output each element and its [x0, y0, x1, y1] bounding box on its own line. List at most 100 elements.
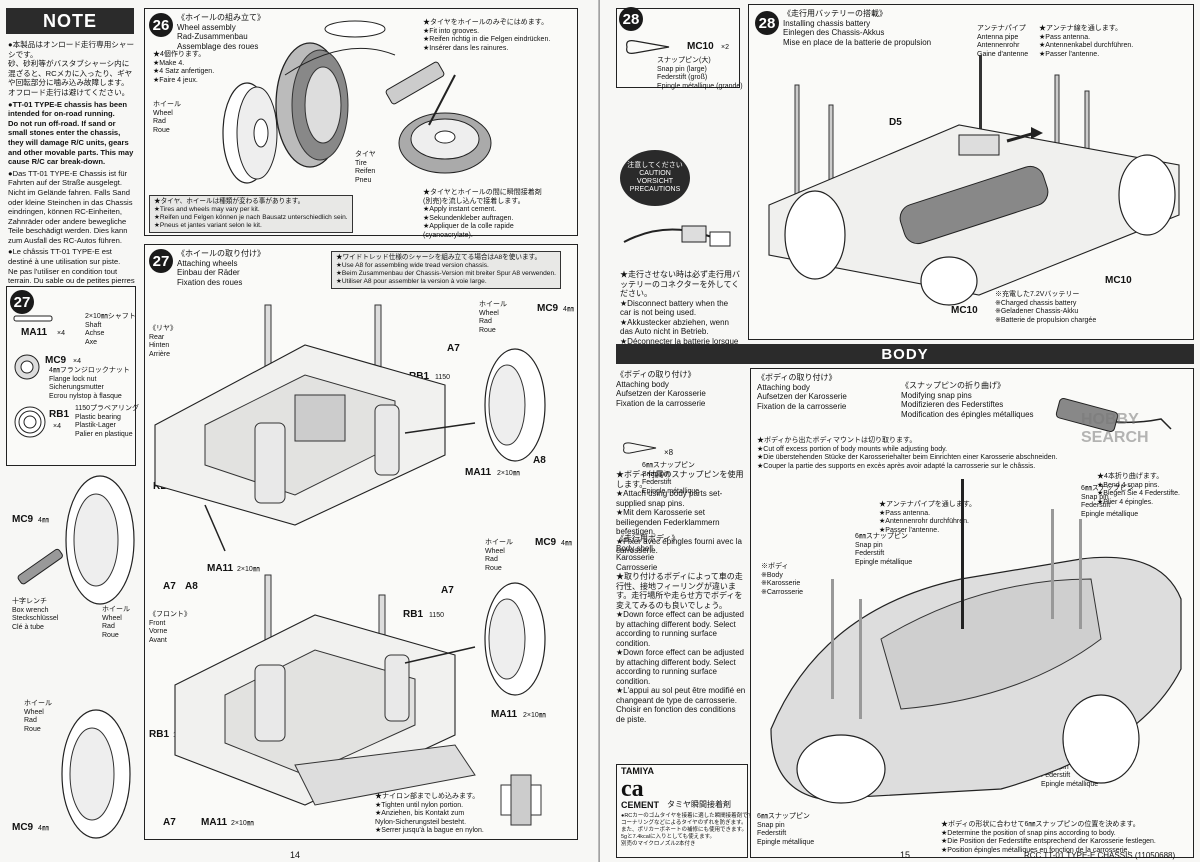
step28-parts-box: 28 MC10 ×2 スナップピン(大) Snap pin (large) Fe… — [616, 7, 743, 90]
battery-label: ※充電した7.2Vバッテリー ※Charged chassis battery … — [995, 291, 1097, 324]
cutoff-note: ★ボディから出たボディマウントは切り取ります。 ★Cut off excess … — [757, 437, 1058, 470]
downforce-note: ★取り付けるボディによって車の走行性、接地フィーリングが違います。走行場所や走ら… — [616, 572, 746, 724]
step27-box: 27 《ホイールの取り付け》 Attaching wheels Einbau d… — [144, 244, 578, 840]
step27-parts-box: 27 MA11 ×4 2×10㎜シャフト Shaft Achse Axe MC9… — [6, 286, 140, 466]
mc9-left-top-label: MC9 — [12, 514, 34, 525]
body-shell-title: 《走行用ボディ》 Body shell Karosserie Carrosser… — [616, 534, 680, 572]
rear-wheel-label: ホイール Wheel Rad Roue — [479, 301, 507, 334]
battery-connector-illustration — [623, 225, 731, 247]
mc9-rear-size: 4㎜ — [563, 306, 574, 313]
part-mc10-code: MC10 — [687, 41, 714, 52]
ma11-bottom-size: 2×10㎜ — [231, 820, 254, 827]
hobby-search-watermark: HOBBY SEARCH — [1081, 411, 1149, 446]
step26-wheel-label: ホイール Wheel Rad Roue — [153, 101, 181, 134]
rear-label: 《リヤ》 Rear Hinten Arrière — [149, 325, 177, 358]
note-de: ●Das TT-01 TYPE-E Chassis ist für Fahrte… — [8, 168, 133, 245]
box-wrench-label: 十字レンチ Box wrench Steckschlüssel Clé à tu… — [12, 598, 59, 631]
position-note: ★ボディの形状に合わせて6㎜スナップピンの位置を決めます。 ★Determine… — [941, 821, 1156, 854]
left-page-number: 14 — [290, 850, 301, 860]
step28-title: 《走行用バッテリーの搭載》 Installing chassis battery… — [783, 9, 932, 47]
disconnect-warning: ★走行させない時は必ず走行用バッテリーのコネクターを外してください。 ★Disc… — [620, 270, 740, 355]
front-wheel-label: ホイール Wheel Rad Roue — [485, 539, 513, 572]
ma11-mid-label: MA11 — [207, 563, 234, 574]
rb1-rear-size: 1150 — [435, 374, 451, 381]
snap-pin-large-icon — [626, 40, 670, 54]
part-rb1-qty: ×4 — [53, 423, 61, 430]
caution-badge: 注意してください CAUTION VORSICHT PRECAUTIONS — [620, 150, 690, 206]
body-main-title: 《ボディの取り付け》 Attaching body Aufsetzen der … — [757, 373, 847, 411]
cement-ad: TAMIYA ca CEMENT タミヤ瞬間接着剤 ●RCカーのゴムタイヤを接着… — [616, 764, 758, 858]
step28-number: 28 — [755, 11, 779, 35]
bend-note: ★4本折り曲げます。 ★Bend 4 snap pins. ★Biegen Si… — [1097, 473, 1180, 506]
part-ma11-qty: ×4 — [57, 330, 65, 337]
nut-icon — [14, 354, 40, 380]
right-page-number: 15 — [900, 850, 911, 860]
pass-antenna-label: ★アンテナ線を通します。 ★Pass antenna. ★Antennenkab… — [1039, 25, 1134, 58]
step27-wide-tread-note: ★ワイドトレッド仕様のシャーシを組み立てる場合はA8を使います。 ★Use A8… — [331, 251, 561, 289]
cement-word: CEMENT — [621, 800, 659, 810]
cement-ca: ca — [621, 776, 644, 802]
ma11-front-label: MA11 — [491, 709, 518, 720]
ma11-rear-size: 2×10㎜ — [497, 470, 520, 477]
left-wheel-illustrations — [17, 475, 135, 839]
a7-bottom-label: A7 — [163, 817, 176, 828]
mc9-front-label: MC9 — [535, 537, 557, 548]
pass-antenna-body-note: ★アンテナパイプを通します。 ★Pass antenna. ★Antennenr… — [879, 501, 977, 534]
ma11-front-size: 2×10㎜ — [523, 712, 546, 719]
step28-parts-number: 28 — [619, 7, 643, 31]
step27-title: 《ホイールの取り付け》 Attaching wheels Einbau der … — [177, 249, 265, 287]
ma11-rear-label: MA11 — [465, 467, 492, 478]
chassis-illustration — [154, 304, 546, 826]
body-use-pins-note: ★ボディ付属のスナップピンを使用します。 ★Attach using body … — [616, 470, 744, 555]
right-page: 28 MC10 ×2 スナップピン(大) Snap pin (large) Fe… — [600, 0, 1200, 862]
d5-label: D5 — [889, 117, 902, 128]
step26-title: 《ホイールの組み立て》 Wheel assembly Rad-Zusammenb… — [177, 13, 265, 51]
part-mc10-qty: ×2 — [721, 44, 729, 51]
front-label: 《フロント》 Front Vorne Avant — [149, 611, 191, 644]
body-label: ※ボディ ※Body ※Karosserie ※Carrosserie — [761, 563, 804, 596]
shaft-icon — [13, 315, 53, 322]
note-en: ●TT-01 TYPE-E chassis has been intended … — [8, 99, 134, 167]
a7-front-label: A7 — [441, 585, 454, 596]
part-rb1-code: RB1 — [49, 409, 70, 420]
note-header: NOTE — [6, 8, 134, 34]
snap-pin-qty: ×8 — [664, 448, 674, 457]
part-mc9-code: MC9 — [45, 355, 67, 366]
step26-make: ★4個作ります。 ★Make 4. ★4 Satz anfertigen. ★F… — [153, 51, 215, 84]
mc9-left-bottom-size: 4㎜ — [38, 825, 49, 832]
mc10-bottom-label: MC10 — [951, 305, 978, 316]
step26-warning: ★タイヤ、ホイールは種類が変わる事があります。 ★Tires and wheel… — [149, 195, 353, 233]
a8-rear-label: A8 — [533, 455, 546, 466]
part-rb1-desc: 1150プラベアリング Plastic bearing Plastik-Lage… — [75, 405, 140, 438]
body-attach-box: 《ボディの取り付け》 Attaching body Aufsetzen der … — [616, 370, 744, 528]
snap-pin-label-top-left: 6㎜スナップピン Snap pin Federstift Epingle mét… — [855, 533, 913, 566]
part-ma11-desc: 2×10㎜シャフト Shaft Achse Axe — [85, 313, 136, 346]
body-attach-title: 《ボディの取り付け》 Attaching body Aufsetzen der … — [616, 370, 706, 408]
step26-box: 26 《ホイールの組み立て》 Wheel assembly Rad-Zusamm… — [144, 8, 578, 239]
left-page: NOTE ●本製品はオンロード走行専用シャーシです。 砂、砂利等がバスタブシャー… — [6, 8, 578, 860]
a7-mid-label: A7 — [163, 581, 176, 592]
step26-tire-label: タイヤ Tire Reifen Pneu — [355, 151, 376, 184]
mc10-right-label: MC10 — [1105, 275, 1132, 286]
part-mc9-desc: 4㎜フランジロックナット Flange lock nut Sicherungsm… — [49, 367, 130, 400]
part-mc9-qty: ×4 — [73, 358, 81, 365]
ma11-bottom-label: MA11 — [201, 817, 228, 828]
part-ma11-code: MA11 — [21, 327, 48, 338]
a8-mid-label: A8 — [185, 581, 198, 592]
mc9-rear-label: MC9 — [537, 303, 559, 314]
step27-parts-number: 27 — [10, 290, 34, 314]
part-mc10-desc: スナップピン(大) Snap pin (large) Federstift (g… — [657, 57, 743, 90]
mc9-front-size: 4㎜ — [561, 540, 572, 547]
rb1-front-label: RB1 — [403, 609, 424, 620]
step28-box: 28 《走行用バッテリーの搭載》 Installing chassis batt… — [748, 4, 1194, 340]
step26-glue: ★タイヤとホイールの間に瞬間接着剤 (別売)を流し込んで接着します。 ★Appl… — [423, 189, 542, 239]
step26-number: 26 — [149, 13, 173, 37]
body-main-box: 《ボディの取り付け》 Attaching body Aufsetzen der … — [750, 368, 1194, 858]
rb1-bottom-label: RB1 — [149, 729, 170, 740]
left-wheel-label-bottom: ホイール Wheel Rad Roue — [24, 700, 52, 733]
snap-pin-label-bottom-left: 6㎜スナップピン Snap pin Federstift Epingle mét… — [757, 813, 815, 846]
snap-fold-title: 《スナップピンの折り曲げ》 Modifying snap pins Modifi… — [901, 381, 1034, 419]
cement-name: タミヤ瞬間接着剤 — [667, 800, 731, 809]
chassis-battery-illustration — [768, 55, 1180, 306]
body-header: BODY — [616, 344, 1194, 364]
